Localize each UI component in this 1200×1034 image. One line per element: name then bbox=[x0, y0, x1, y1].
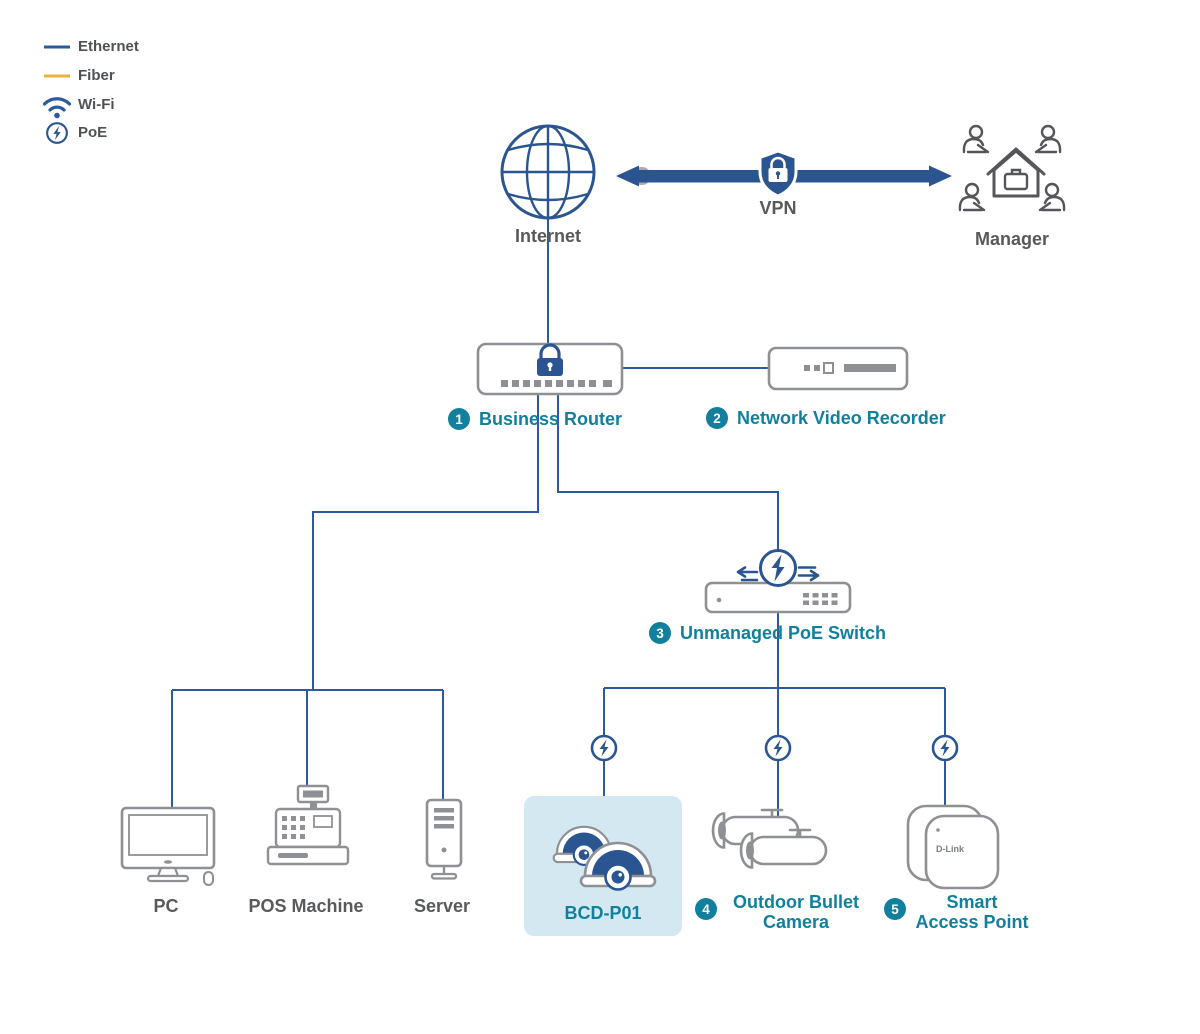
poe-drop-icon-bullet bbox=[764, 734, 792, 762]
server-icon bbox=[425, 798, 463, 880]
wire-router-switch bbox=[557, 392, 779, 552]
nvr-vent bbox=[844, 364, 896, 372]
switch-label: Unmanaged PoE Switch bbox=[680, 622, 887, 643]
pos-buttons bbox=[282, 816, 305, 839]
ap-label-line2: Access Point bbox=[915, 912, 1029, 932]
vpn-label: VPN bbox=[759, 198, 797, 218]
bcd-label: BCD-P01 bbox=[564, 903, 642, 923]
poe-drop-icon-ap bbox=[931, 734, 959, 762]
ap-label-line1: Smart bbox=[946, 892, 998, 912]
pc-icon bbox=[120, 806, 216, 886]
person-icon bbox=[1038, 182, 1066, 212]
switch-vents bbox=[803, 593, 838, 605]
legend-label-ethernet: Ethernet bbox=[78, 38, 139, 55]
legend-wifi-icon bbox=[42, 97, 72, 119]
vpn-left-arrow bbox=[616, 165, 639, 187]
switch-transfer-arrows bbox=[736, 566, 820, 582]
access-point-icon: D-Link bbox=[906, 804, 1000, 890]
wire-router-left-branch bbox=[312, 392, 539, 690]
legend-poe-icon bbox=[46, 122, 68, 144]
business-router-icon bbox=[476, 342, 624, 396]
vpn-right-arrow bbox=[929, 165, 952, 187]
ap-number-badge: 5 bbox=[884, 898, 906, 920]
internet-globe-icon bbox=[500, 124, 596, 220]
house-icon bbox=[986, 147, 1046, 198]
legend-label-poe: PoE bbox=[78, 124, 108, 141]
bullet-label-line1: Outdoor Bullet bbox=[733, 892, 859, 912]
nvr-icon bbox=[767, 346, 909, 391]
vpn-link bbox=[616, 149, 952, 198]
nvr-label: Network Video Recorder bbox=[737, 407, 946, 428]
router-lock-icon bbox=[537, 343, 563, 376]
pc-label: PC bbox=[153, 896, 179, 916]
bullet-label-line2: Camera bbox=[762, 912, 830, 932]
ap-brand-text: D-Link bbox=[936, 844, 965, 854]
switch-label-row: 3 Unmanaged PoE Switch bbox=[649, 622, 886, 644]
legend-label-wifi: Wi-Fi bbox=[78, 96, 115, 113]
ethernet-wires bbox=[171, 218, 946, 824]
person-icon bbox=[962, 124, 990, 154]
legend-label-fiber: Fiber bbox=[78, 67, 115, 84]
server-label: Server bbox=[413, 896, 471, 916]
pos-label: POS Machine bbox=[248, 896, 364, 916]
bullet-number-badge: 4 bbox=[695, 898, 717, 920]
router-label: Business Router bbox=[479, 408, 623, 429]
manager-label: Manager bbox=[974, 229, 1050, 249]
router-label-row: 1 Business Router bbox=[448, 408, 622, 430]
vpn-shield-icon bbox=[758, 149, 798, 198]
nvr-label-row: 2 Network Video Recorder bbox=[706, 407, 946, 429]
switch-number-badge: 3 bbox=[649, 622, 671, 644]
pos-machine-icon bbox=[266, 784, 350, 866]
legend bbox=[42, 45, 72, 144]
manager-group-icon bbox=[958, 124, 1066, 212]
router-ports bbox=[501, 380, 612, 387]
person-icon bbox=[958, 182, 986, 212]
nvr-number-badge: 2 bbox=[706, 407, 728, 429]
person-icon bbox=[1034, 124, 1062, 154]
router-number-badge: 1 bbox=[448, 408, 470, 430]
poe-drop-icon-bcd bbox=[590, 734, 618, 762]
pos-drawer-slot bbox=[278, 853, 308, 858]
internet-label: Internet bbox=[514, 226, 582, 246]
switch-poe-circle-icon bbox=[759, 549, 797, 587]
briefcase-icon bbox=[1003, 172, 1029, 191]
mouse-icon bbox=[203, 871, 214, 886]
poe-switch-icon bbox=[704, 549, 852, 614]
